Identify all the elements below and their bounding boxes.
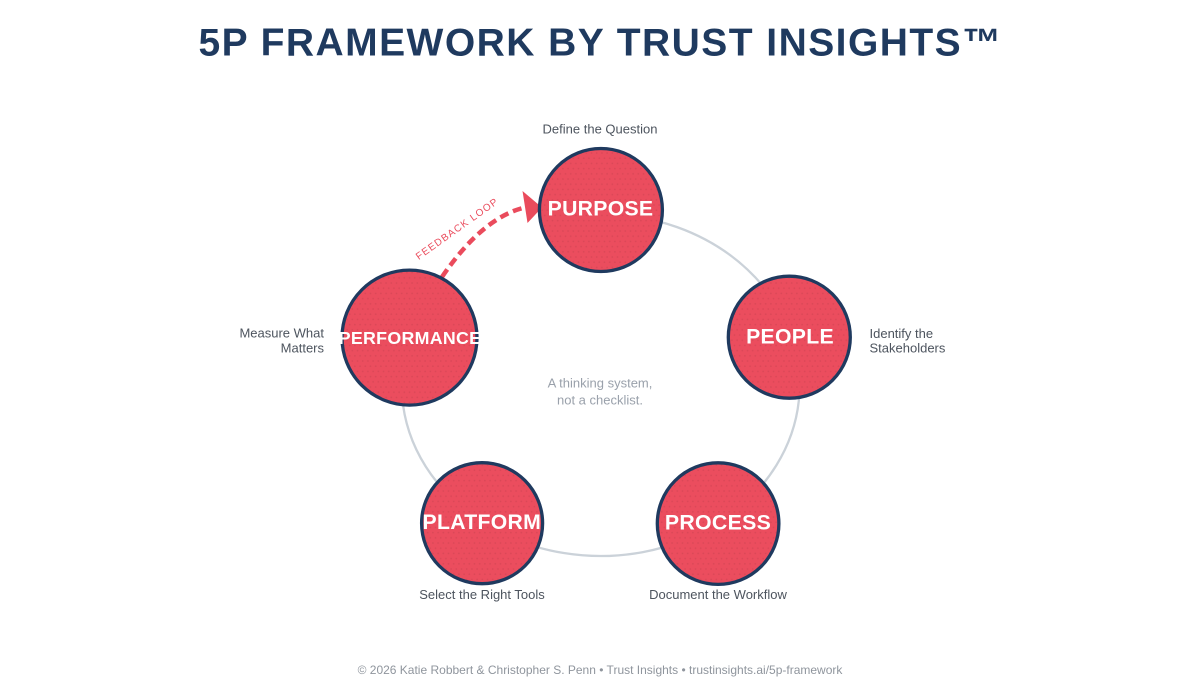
svg-text:Identify the: Identify the	[870, 326, 934, 341]
svg-text:A thinking system,: A thinking system,	[548, 375, 653, 390]
svg-text:Stakeholders: Stakeholders	[870, 341, 946, 356]
svg-text:Matters: Matters	[281, 341, 325, 356]
svg-text:not a checklist.: not a checklist.	[557, 393, 643, 408]
svg-text:Measure What: Measure What	[239, 326, 324, 341]
svg-text:PEOPLE: PEOPLE	[746, 326, 834, 349]
svg-text:Define the Question: Define the Question	[543, 122, 658, 137]
svg-text:© 2026 Katie Robbert & Christo: © 2026 Katie Robbert & Christopher S. Pe…	[358, 663, 844, 677]
svg-text:Document the Workflow: Document the Workflow	[649, 587, 787, 602]
svg-text:Select the Right Tools: Select the Right Tools	[419, 587, 545, 602]
svg-text:PERFORMANCE: PERFORMANCE	[339, 328, 482, 348]
svg-text:PROCESS: PROCESS	[665, 511, 771, 535]
svg-text:PURPOSE: PURPOSE	[548, 198, 654, 221]
svg-text:PLATFORM: PLATFORM	[423, 511, 542, 534]
svg-text:5P FRAMEWORK BY TRUST INSIGHTS: 5P FRAMEWORK BY TRUST INSIGHTS™	[198, 22, 1002, 65]
